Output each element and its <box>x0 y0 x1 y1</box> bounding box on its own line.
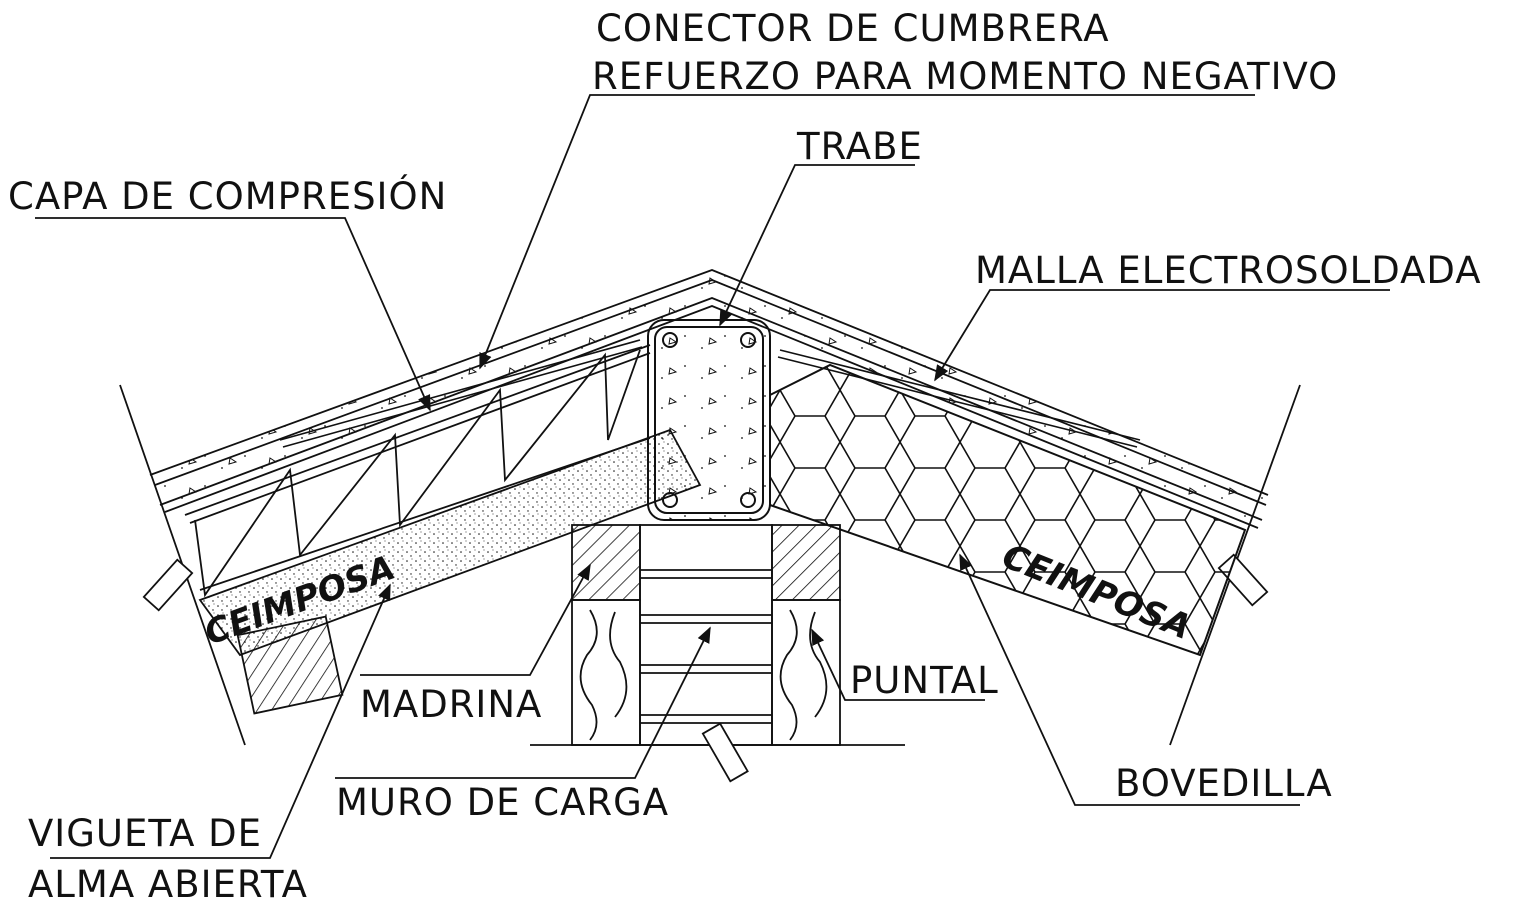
support-block-left <box>236 615 344 715</box>
label-bovedilla: BOVEDILLA <box>1115 762 1333 805</box>
trabe-beam <box>647 319 771 521</box>
negative-moment-rebar <box>279 339 1141 448</box>
madrina <box>571 524 841 601</box>
label-refuerzo: REFUERZO PARA MOMENTO NEGATIVO <box>592 55 1339 98</box>
label-vigueta-1: VIGUETA DE <box>28 812 263 855</box>
label-madrina: MADRINA <box>360 683 543 726</box>
label-conector: CONECTOR DE CUMBRERA <box>596 7 1110 50</box>
label-malla: MALLA ELECTROSOLDADA <box>975 249 1482 292</box>
label-trabe: TRABE <box>797 125 923 168</box>
label-capa: CAPA DE COMPRESIÓN <box>8 175 448 218</box>
compression-layer <box>149 269 1269 529</box>
open-web-joist <box>184 344 702 657</box>
leader-lines <box>35 94 1390 859</box>
label-vigueta-2: ALMA ABIERTA <box>28 863 308 906</box>
wall-cut-marker <box>701 722 749 783</box>
label-muro: MURO DE CARGA <box>336 781 670 824</box>
label-puntal: PUNTAL <box>850 659 999 702</box>
